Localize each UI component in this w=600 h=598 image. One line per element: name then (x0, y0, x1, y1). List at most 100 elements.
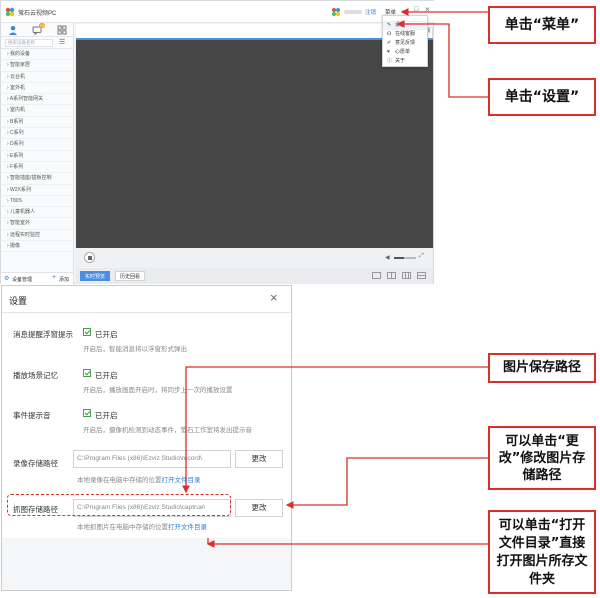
device-mgmt-icon: ⚙ (4, 276, 10, 282)
layout-16-icon[interactable] (417, 272, 426, 279)
playback-memory-hint: 开启后，播放画面开启时，将同步上一次的播放设置 (83, 387, 233, 394)
sidebar-group-item[interactable]: › 智能家居 (1, 60, 73, 72)
callout-image-path: 图片保存路径 (488, 353, 596, 383)
sidebar-group-item[interactable]: › E系列 (1, 151, 73, 162)
capture-path-label: 抓图存储路径 (13, 505, 58, 514)
tab-live-preview[interactable]: 实时预览 (80, 271, 111, 281)
sidebar-group-item[interactable]: › W2X系列 (1, 185, 73, 196)
notification-badge: 99 (39, 23, 46, 28)
event-sound-label: 事件提示音 (13, 411, 51, 420)
bottom-tab-bar: 实时预览历史回看 (76, 268, 433, 284)
sidebar-group-item[interactable]: › 摄像 (1, 241, 73, 253)
sidebar-group-item[interactable]: › 远程实时监控 (1, 230, 73, 242)
playback-memory-checkbox[interactable] (83, 369, 91, 377)
sidebar-group-item[interactable]: › B系列 (1, 117, 73, 129)
record-path-hint: 本地录像在电脑中存储的位置打开文件目录 (77, 477, 201, 484)
playback-control-bar: ◀ ⤢ (76, 248, 433, 268)
username-bar (344, 10, 362, 14)
menu-item-label: 在线客服 (395, 31, 416, 37)
menu-item[interactable]: ♥ 心愿单 (383, 48, 427, 57)
settings-dialog: 设置 × 消息提醒浮窗提示 已开启 开启后，智能消息将以浮窗形式弹出 播放场景记… (1, 285, 292, 591)
info-icon: ⓘ (387, 58, 393, 64)
user-avatar-icon[interactable] (331, 7, 341, 17)
volume-icon[interactable]: ◀ (385, 255, 390, 261)
layout-4-icon[interactable] (387, 272, 396, 279)
minimize-button[interactable]: – (402, 6, 407, 15)
app-title: 萤石云视频PC (18, 11, 57, 17)
logout-link[interactable]: 注销 (365, 10, 377, 16)
callout-change-path: 可以单击“更改”修改图片存储路径 (488, 426, 596, 490)
stop-all-button[interactable] (84, 252, 95, 263)
playback-memory-label: 播放场景记忆 (13, 371, 58, 380)
sidebar-group-item[interactable]: › T80S (1, 196, 73, 208)
capture-path-change-button[interactable]: 更改 (235, 499, 283, 517)
sidebar-group-item[interactable]: › C系列 (1, 128, 73, 140)
video-toolbar: 查看更多视频 (76, 24, 433, 41)
event-sound-value: 已开启 (95, 411, 118, 420)
headset-icon: ☊ (387, 31, 392, 37)
grid-tab-icon[interactable] (57, 25, 67, 35)
sidebar-group-item[interactable]: › 室外机 (1, 83, 73, 95)
device-sidebar: 99 搜索设备名称 ☰ › 我的设备› 智能家居› 云台机› 室外机› A系列智… (1, 23, 74, 285)
fullscreen-icon[interactable]: ⤢ (419, 253, 424, 259)
layout-9-icon[interactable] (402, 272, 411, 279)
record-path-label: 录像存储路径 (13, 459, 58, 468)
device-group-list: › 我的设备› 智能家居› 云台机› 室外机› A系列智能网关› 室内机› B系… (1, 49, 73, 253)
capture-path-highlight (7, 494, 231, 516)
sidebar-group-item[interactable]: › 儿童机器人 (1, 207, 73, 219)
close-window-button[interactable]: × (425, 5, 430, 14)
popup-notice-hint: 开启后，智能消息将以浮窗形式弹出 (83, 346, 187, 353)
dialog-footer (2, 538, 291, 590)
add-icon: + (52, 274, 57, 281)
sidebar-group-item[interactable]: › 云台机 (1, 72, 73, 83)
menu-button[interactable]: 菜单 (385, 10, 397, 16)
tab-history-playback[interactable]: 历史回看 (115, 271, 146, 281)
menu-item-label: 设置 (395, 22, 406, 28)
sidebar-group-item[interactable]: › A系列智能网关 (1, 94, 73, 106)
callout-click-menu: 单击“菜单” (488, 6, 596, 44)
volume-slider[interactable] (394, 257, 416, 259)
sidebar-group-item[interactable]: › D系列 (1, 139, 73, 151)
add-device-button[interactable]: 添加 (59, 277, 70, 283)
sidebar-group-item[interactable]: › 我的设备 (1, 49, 73, 61)
sidebar-group-item[interactable]: › 智能室外 (1, 218, 73, 230)
layout-1-icon[interactable] (372, 272, 381, 279)
menu-item-label: 心愿单 (395, 49, 411, 55)
callout-open-folder: 可以单击“打开文件目录”直接打开图片所存文件夹 (488, 510, 596, 594)
message-tab-icon[interactable] (32, 25, 42, 36)
menu-item[interactable]: ☊在线客服 (383, 30, 427, 39)
record-path-change-button[interactable]: 更改 (235, 450, 283, 468)
popup-notice-label: 消息提醒浮窗提示 (13, 330, 73, 339)
menu-item[interactable]: ✎设置 (383, 21, 427, 30)
device-mgmt-button[interactable]: 设备管理 (12, 277, 33, 283)
wrench-icon: ✎ (387, 22, 392, 28)
ezviz-app-window: 萤石云视频PC 注销 菜单 – □ × 99 搜索设备名称 ☰ › 我的设备› (0, 0, 435, 285)
maximize-button[interactable]: □ (414, 6, 419, 13)
sidebar-group-item[interactable]: › F系列 (1, 162, 73, 174)
menu-item-label: 关于 (395, 58, 406, 64)
menu-item[interactable]: ✐意见反馈 (383, 39, 427, 48)
device-search-input[interactable]: 搜索设备名称 (5, 39, 53, 47)
heart-icon: ♥ (387, 49, 390, 55)
dialog-close-button[interactable]: × (270, 290, 278, 305)
edit-icon: ✐ (387, 40, 392, 46)
popup-notice-checkbox[interactable] (83, 328, 91, 336)
popup-notice-value: 已开启 (95, 330, 118, 339)
capture-path-field[interactable]: C:\Program Files (x86)\Ezviz Studio\capt… (73, 499, 231, 517)
user-tab-icon[interactable] (8, 25, 18, 35)
sidebar-group-item[interactable]: › 智能插座/插板控制 (1, 173, 73, 185)
callout-click-settings: 单击“设置” (488, 78, 596, 116)
list-view-icon[interactable]: ☰ (59, 39, 66, 46)
capture-open-folder-link[interactable]: 打开文件目录 (168, 524, 207, 531)
arrow-to-change (285, 457, 488, 509)
event-sound-checkbox[interactable] (83, 409, 91, 417)
dialog-title: 设置 (9, 296, 28, 306)
record-path-field[interactable]: C:\Program Files (x86)\Ezviz Studio\reco… (73, 450, 231, 468)
dialog-header: 设置 × (2, 286, 291, 313)
record-open-folder-link[interactable]: 打开文件目录 (161, 477, 201, 484)
app-logo-icon (5, 7, 15, 17)
video-preview-area[interactable] (76, 38, 433, 248)
sidebar-group-item[interactable]: › 室内机 (1, 105, 73, 117)
